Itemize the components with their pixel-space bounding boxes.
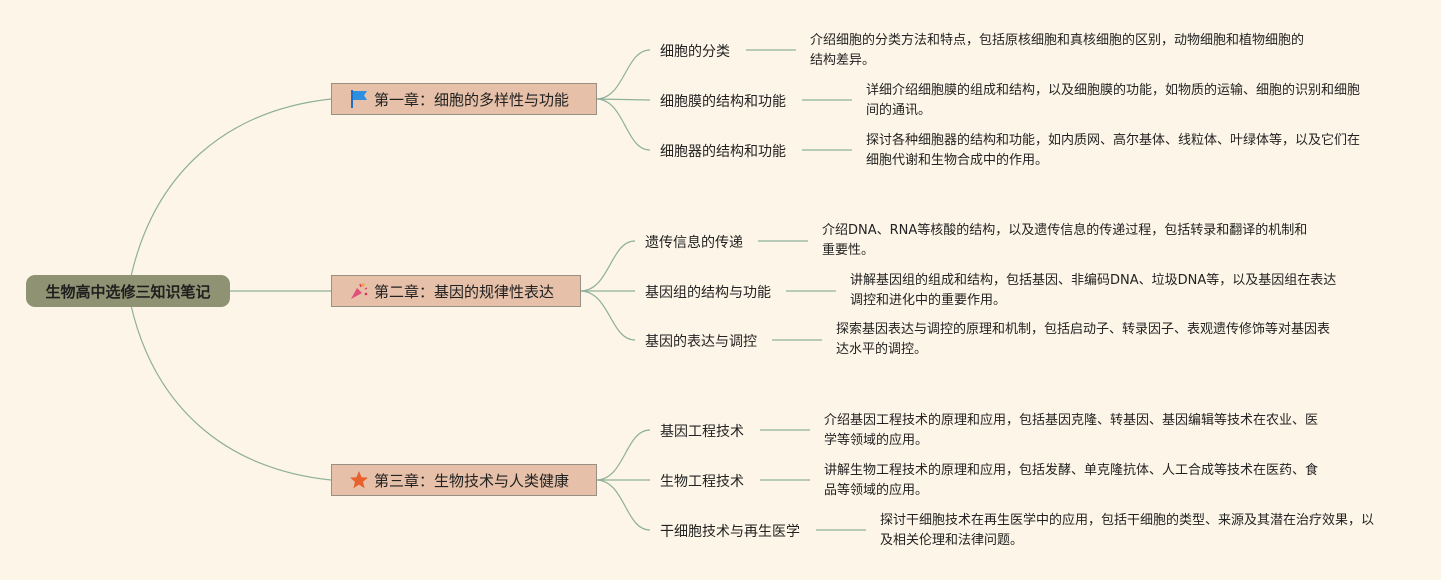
topic-node[interactable]: 干细胞技术与再生医学 <box>660 524 800 540</box>
star-icon <box>348 469 370 491</box>
chapter-title: 第一章：细胞的多样性与功能 <box>374 90 570 109</box>
party-popper-icon <box>348 280 370 302</box>
topic-node[interactable]: 细胞的分类 <box>660 44 730 60</box>
topic-description: 详细介绍细胞膜的组成和结构，以及细胞膜的功能，如物质的运输、细胞的识别和细胞间的… <box>866 83 1361 118</box>
topic-node[interactable]: 细胞膜的结构和功能 <box>660 94 786 110</box>
topic-description: 介绍DNA、RNA等核酸的结构，以及遗传信息的传递过程，包括转录和翻译的机制和重… <box>822 223 1308 258</box>
topic-node[interactable]: 基因的表达与调控 <box>645 334 757 350</box>
topic-description: 介绍基因工程技术的原理和应用，包括基因克隆、转基因、基因编辑等技术在农业、医学等… <box>824 413 1319 448</box>
topic-description: 探讨各种细胞器的结构和功能，如内质网、高尔基体、线粒体、叶绿体等，以及它们在细胞… <box>866 133 1361 168</box>
topic-node[interactable]: 遗传信息的传递 <box>645 235 743 251</box>
topic-node[interactable]: 生物工程技术 <box>660 474 744 490</box>
topic-description: 探索基因表达与调控的原理和机制，包括启动子、转录因子、表观遗传修饰等对基因表达水… <box>836 322 1331 357</box>
topic-node[interactable]: 基因组的结构与功能 <box>645 285 771 301</box>
root-node[interactable]: 生物高中选修三知识笔记 <box>26 275 230 307</box>
chapter-node-2[interactable]: 第二章：基因的规律性表达 <box>331 275 581 307</box>
flag-icon <box>348 88 370 110</box>
topic-node[interactable]: 细胞器的结构和功能 <box>660 144 786 160</box>
topic-node[interactable]: 基因工程技术 <box>660 424 744 440</box>
chapter-node-1[interactable]: 第一章：细胞的多样性与功能 <box>331 83 597 115</box>
chapter-title: 第三章：生物技术与人类健康 <box>374 471 570 490</box>
topic-description: 讲解生物工程技术的原理和应用，包括发酵、单克隆抗体、人工合成等技术在医药、食品等… <box>824 463 1319 498</box>
topic-description: 探讨干细胞技术在再生医学中的应用，包括干细胞的类型、来源及其潜在治疗效果，以及相… <box>880 513 1375 548</box>
topic-description: 讲解基因组的组成和结构，包括基因、非编码DNA、垃圾DNA等，以及基因组在表达调… <box>850 273 1337 308</box>
topic-description: 介绍细胞的分类方法和特点，包括原核细胞和真核细胞的区别，动物细胞和植物细胞的结构… <box>810 33 1305 68</box>
chapter-title: 第二章：基因的规律性表达 <box>374 282 555 301</box>
chapter-node-3[interactable]: 第三章：生物技术与人类健康 <box>331 464 597 496</box>
